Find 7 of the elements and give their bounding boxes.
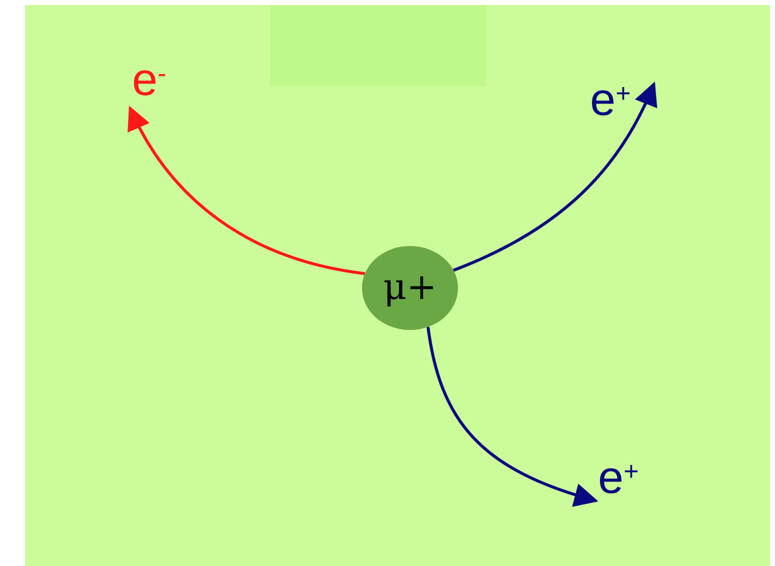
particle-label: e$^{-}$ bbox=[132, 56, 166, 102]
particle-label: e$^{+}$ bbox=[590, 76, 631, 122]
arrow bbox=[128, 106, 366, 276]
particle-label: e$^{+}$ bbox=[598, 454, 639, 500]
arrow bbox=[452, 82, 656, 272]
arrow bbox=[426, 326, 598, 506]
particle-label: μ+ bbox=[383, 266, 437, 310]
